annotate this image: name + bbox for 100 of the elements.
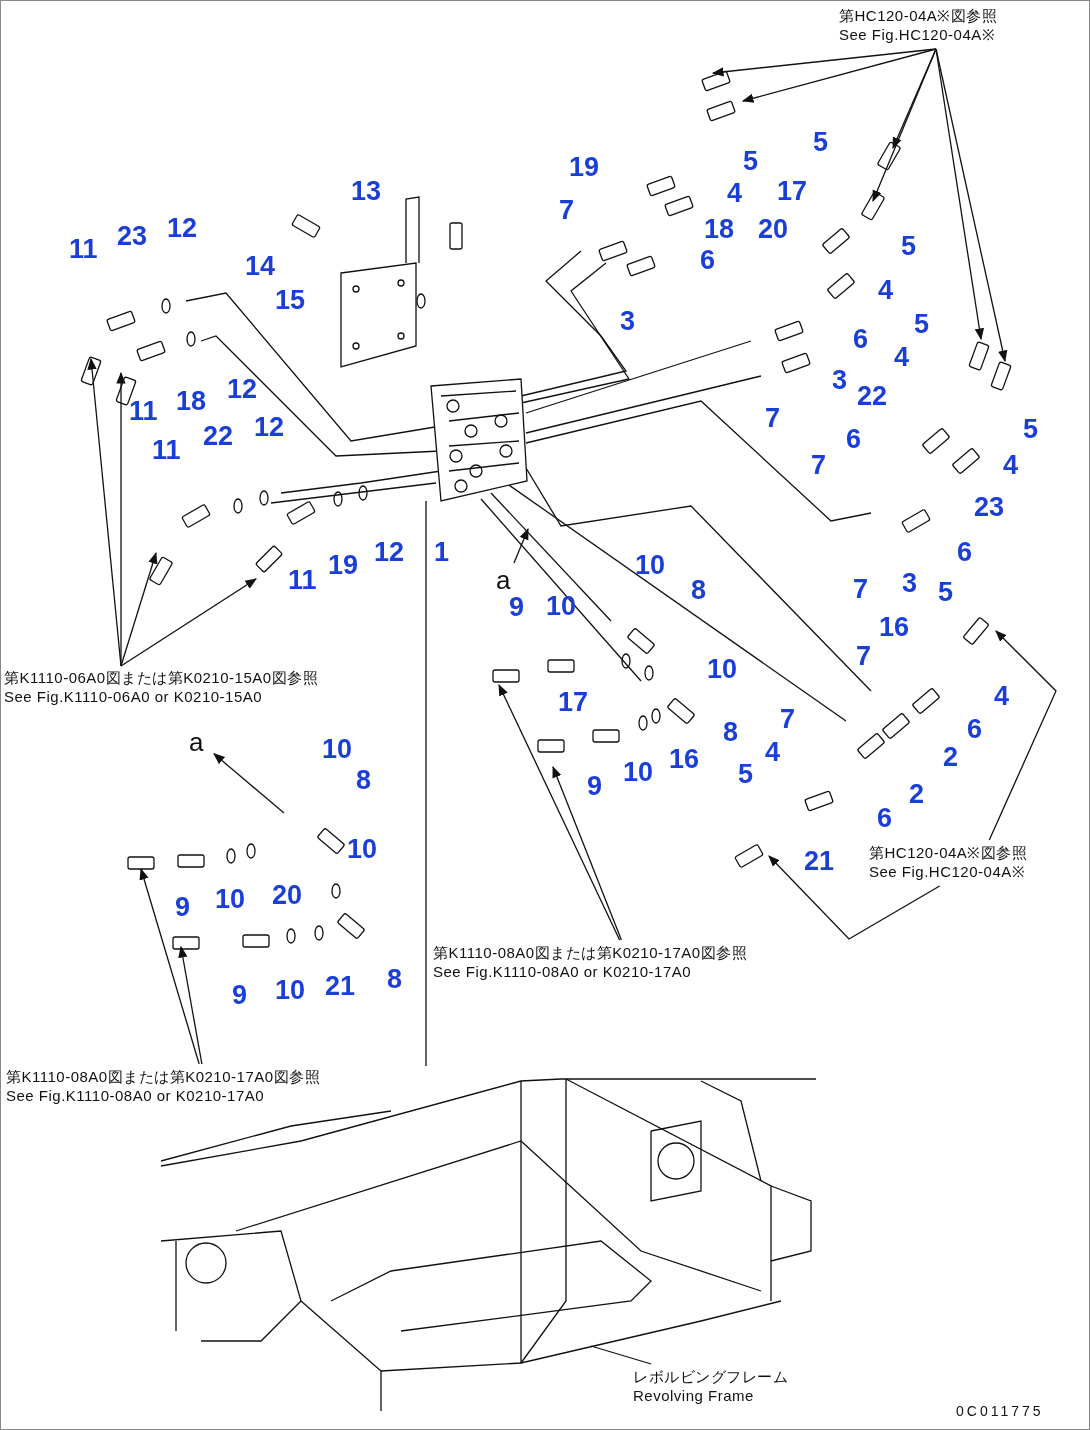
callout-number: 20 (758, 215, 789, 243)
callout-number: 18 (704, 215, 735, 243)
reference-note-text: See Fig.K1110-06A0 or K0210-15A0 (4, 687, 264, 706)
callout-number: 4 (727, 179, 743, 207)
callout-number: 11 (288, 566, 317, 594)
reference-note-text: レボルビングフレーム (633, 1367, 789, 1386)
callout-number: 11 (152, 436, 181, 464)
view-reference-letter: a (496, 566, 512, 594)
callout-number: 6 (877, 804, 893, 832)
leader-arrow (178, 945, 203, 1065)
drawing-number: 0C011775 (956, 1403, 1044, 1419)
callout-number: 18 (176, 387, 207, 415)
leader-arrow (552, 765, 623, 941)
callout-number: 8 (723, 718, 739, 746)
callout-number: 7 (765, 404, 781, 432)
callout-number: 6 (957, 538, 973, 566)
callout-number: 16 (669, 745, 700, 773)
callout-number: 11 (69, 235, 98, 263)
callout-number: 10 (546, 592, 577, 620)
callout-number: 8 (387, 965, 403, 993)
callout-number: 4 (1003, 451, 1019, 479)
callout-number: 2 (943, 743, 959, 771)
callout-number: 16 (879, 613, 910, 641)
callout-number: 9 (175, 893, 191, 921)
callout-number: 5 (938, 578, 954, 606)
view-reference-letter: a (189, 728, 205, 756)
callout-number: 12 (227, 375, 258, 403)
callout-number: 12 (374, 538, 405, 566)
callout-number: 5 (738, 760, 754, 788)
callout-number: 7 (780, 705, 796, 733)
callout-number: 21 (804, 847, 835, 875)
callout-number: 6 (846, 425, 862, 453)
callout-number: 12 (254, 413, 285, 441)
leader-arrow (872, 48, 937, 203)
callout-number: 5 (1023, 415, 1039, 443)
callout-number: 12 (167, 214, 198, 242)
callout-number: 6 (853, 325, 869, 353)
callout-number: 10 (322, 735, 353, 763)
reference-note-text: 第HC120-04A※図参照 (839, 6, 999, 25)
leader-arrow (768, 855, 941, 940)
callout-number: 4 (894, 343, 910, 371)
reference-note-text: 第K1110-08A0図または第K0210-17A0図参照 (433, 943, 749, 962)
callout-number: 14 (245, 252, 276, 280)
callout-number: 17 (558, 688, 589, 716)
callout-number: 19 (328, 551, 359, 579)
leader-arrow (213, 753, 285, 814)
leader-arrow (120, 578, 257, 667)
callout-number: 3 (902, 569, 918, 597)
callout-number: 3 (620, 307, 636, 335)
callout-number: 7 (559, 196, 575, 224)
reference-note-text: See Fig.HC120-04A※ (869, 862, 1027, 881)
callout-number: 11 (129, 397, 158, 425)
callout-number: 8 (356, 766, 372, 794)
callout-number: 4 (994, 682, 1010, 710)
callout-number: 7 (811, 451, 827, 479)
callout-number: 3 (832, 366, 848, 394)
leader-arrow (498, 683, 621, 941)
callout-number: 6 (700, 246, 716, 274)
callout-number: 9 (232, 981, 248, 1009)
callout-number: 19 (569, 153, 600, 181)
reference-note-text: See Fig.K1110-08A0 or K0210-17A0 (6, 1086, 266, 1105)
callout-number: 10 (623, 758, 654, 786)
reference-note-text: 第K1110-06A0図または第K0210-15A0図参照 (4, 668, 320, 687)
callout-number: 7 (853, 575, 869, 603)
callout-number: 6 (967, 715, 983, 743)
callout-number: 20 (272, 881, 303, 909)
callout-number: 10 (275, 976, 306, 1004)
callout-number: 22 (203, 422, 234, 450)
callout-number: 15 (275, 286, 306, 314)
reference-note-text: See Fig.K1110-08A0 or K0210-17A0 (433, 962, 693, 981)
callout-number: 4 (878, 276, 894, 304)
reference-note-text: 第HC120-04A※図参照 (869, 843, 1029, 862)
callout-number: 9 (587, 772, 603, 800)
leader-arrow (711, 48, 937, 77)
leader-arrow (120, 551, 158, 667)
callout-number: 17 (777, 177, 808, 205)
callout-number: 5 (914, 310, 930, 338)
leader-arrow (513, 527, 529, 564)
callout-number: 9 (509, 593, 525, 621)
callout-number: 5 (743, 147, 759, 175)
callout-number: 10 (215, 885, 246, 913)
leader-arrow (139, 867, 200, 1065)
callout-number: 23 (117, 222, 148, 250)
leader-arrow (741, 48, 937, 103)
reference-note-text: See Fig.HC120-04A※ (839, 25, 997, 44)
reference-note-text: 第K1110-08A0図または第K0210-17A0図参照 (6, 1067, 322, 1086)
callout-number: 4 (765, 738, 781, 766)
callout-number: 13 (351, 177, 382, 205)
callout-number: 2 (909, 780, 925, 808)
callout-number: 5 (813, 128, 829, 156)
leader-arrow (935, 48, 1008, 363)
callout-number: 22 (857, 382, 888, 410)
callout-number: 10 (635, 551, 666, 579)
leader-arrow (116, 371, 126, 667)
callout-number: 23 (974, 493, 1005, 521)
callout-number: 1 (434, 538, 450, 566)
callout-number: 8 (691, 576, 707, 604)
reference-note-text: Revolving Frame (633, 1386, 755, 1405)
callout-number: 5 (901, 232, 917, 260)
callout-number: 7 (856, 642, 872, 670)
